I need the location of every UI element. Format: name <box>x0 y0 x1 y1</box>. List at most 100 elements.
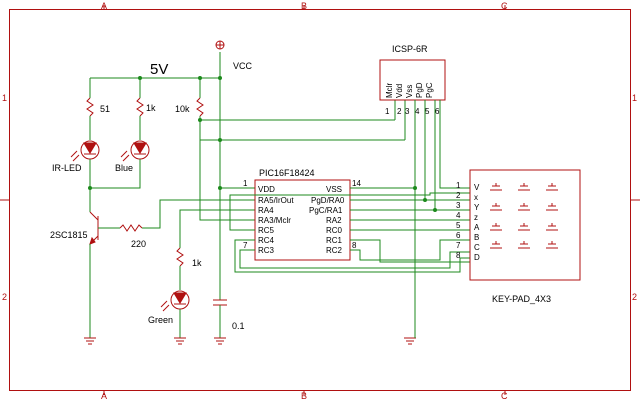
keypad-switch <box>518 241 530 249</box>
mcu-pin-rc0: RC0 <box>326 226 343 235</box>
mcu-pin-ra4: RA4 <box>258 206 274 215</box>
zone-col-b-top: B <box>301 1 307 11</box>
mcu-pin-rc1: RC1 <box>326 236 343 245</box>
resistor-base-value: 220 <box>131 239 146 249</box>
keypad-switch <box>518 223 530 231</box>
keypad-switch <box>490 223 502 231</box>
keypad-switch <box>518 183 530 191</box>
mcu-pin-rc3: RC3 <box>258 246 275 255</box>
ir-led-symbol <box>70 140 100 162</box>
keypad-switch <box>546 223 558 231</box>
keypad-body <box>469 169 581 281</box>
keypad-pin-num-7: 7 <box>456 241 461 250</box>
keypad-switch <box>490 203 502 211</box>
green-led-symbol <box>160 290 190 312</box>
resistor-pullup <box>196 97 204 117</box>
icsp-pin-pgc: PgC <box>425 82 434 98</box>
zone-col-b-bottom: B <box>301 391 307 400</box>
vcc-symbol <box>215 40 225 50</box>
keypad-wiring <box>229 192 470 273</box>
icsp-body <box>379 59 446 101</box>
pin-number-rc3: 7 <box>243 241 248 250</box>
mcu-pin-ra3: RA3/Mclr <box>258 216 291 225</box>
icsp-pin-vss: Vss <box>405 85 414 98</box>
mcu-pin-rc4: RC4 <box>258 236 275 245</box>
green-led-label: Green <box>148 315 173 325</box>
icsp-num-6: 6 <box>435 107 440 116</box>
keypad-pin-num-3: 3 <box>456 201 461 210</box>
keypad-pin-letter-d: D <box>474 253 480 262</box>
keypad-name: KEY-PAD_4X3 <box>492 294 551 304</box>
capacitor-symbol <box>213 299 227 306</box>
drawing-frame <box>0 5 640 395</box>
keypad-pin-letter-x: x <box>474 193 478 202</box>
resistor-blue-value: 1k <box>146 103 156 113</box>
mcu-pin-rc2: RC2 <box>326 246 343 255</box>
mcu-pin-ra0: PgD/RA0 <box>311 196 345 205</box>
capacitor-value: 0.1 <box>232 321 245 331</box>
keypad-pin-letter-y: Y <box>474 203 480 212</box>
zone-col-a-top: A <box>101 1 107 11</box>
keypad-pin-num-6: 6 <box>456 231 461 240</box>
zone-row-2-right: 2 <box>632 292 637 302</box>
zone-row-1-left: 1 <box>2 93 7 103</box>
icsp-pin-vdd: Vdd <box>395 84 404 98</box>
keypad-pin-letter-b: B <box>474 233 479 242</box>
resistor-pullup-value: 10k <box>175 104 190 114</box>
keypad-pin-num-8: 8 <box>456 251 461 260</box>
zone-row-1-right: 1 <box>632 93 637 103</box>
keypad-switch <box>490 241 502 249</box>
keypad-pin-num-2: 2 <box>456 191 461 200</box>
icsp-pin-pgd: PgD <box>415 82 424 98</box>
junction-dot <box>198 76 202 80</box>
resistor-blue <box>136 97 144 117</box>
keypad-switch <box>546 241 558 249</box>
ground-symbol <box>214 337 226 345</box>
mcu-pin-ra5: RA5/IrOut <box>258 196 294 205</box>
mcu-name: PIC16F18424 <box>259 168 315 178</box>
zone-row-2-left: 2 <box>2 292 7 302</box>
vcc-label: VCC <box>233 61 253 71</box>
mcu-pin-vdd: VDD <box>258 185 275 194</box>
junction-dot <box>218 76 222 80</box>
junction-dot <box>218 138 222 142</box>
keypad-pin-letter-z: z <box>474 213 478 222</box>
icsp-num-1: 1 <box>385 107 390 116</box>
junction-dot <box>138 76 142 80</box>
ground-symbol <box>174 337 186 345</box>
zone-col-c-top: C <box>501 1 508 11</box>
keypad-switch <box>490 183 502 191</box>
keypad-pin-letter-c: C <box>474 243 480 252</box>
icsp-num-2: 2 <box>397 107 402 116</box>
keypad-pin-num-5: 5 <box>456 221 461 230</box>
resistor-green <box>176 247 184 267</box>
ground-symbol <box>84 337 96 345</box>
rail-voltage-label: 5V <box>150 61 168 78</box>
resistor-base <box>119 224 143 232</box>
mcu-pin-ra1: PgC/RA1 <box>309 206 343 215</box>
transistor-symbol <box>89 211 99 245</box>
icsp-pin-mclr: Mclr <box>385 83 394 98</box>
keypad-pin-num-1: 1 <box>456 181 461 190</box>
icsp-num-3: 3 <box>405 107 410 116</box>
mcu-pin-rc5: RC5 <box>258 226 275 235</box>
mcu-pin-ra2: RA2 <box>326 216 342 225</box>
icsp-num-5: 5 <box>425 107 430 116</box>
icsp-num-4: 4 <box>415 107 420 116</box>
icsp-wiring <box>350 100 470 338</box>
junction-dot <box>218 186 222 190</box>
keypad-switch <box>546 203 558 211</box>
ir-led-label: IR-LED <box>52 163 82 173</box>
ground-symbol <box>404 337 416 345</box>
pin-number-vss: 14 <box>352 179 361 188</box>
zone-col-a-bottom: A <box>101 391 107 400</box>
zone-col-c-bottom: C <box>501 391 508 400</box>
resistor-irled <box>86 97 94 117</box>
icsp-name: ICSP-6R <box>392 44 428 54</box>
resistor-green-value: 1k <box>192 258 202 268</box>
junction-dot <box>413 186 417 190</box>
keypad-pin-num-4: 4 <box>456 211 461 220</box>
transistor-label: 2SC1815 <box>50 230 88 240</box>
keypad-switch <box>518 203 530 211</box>
